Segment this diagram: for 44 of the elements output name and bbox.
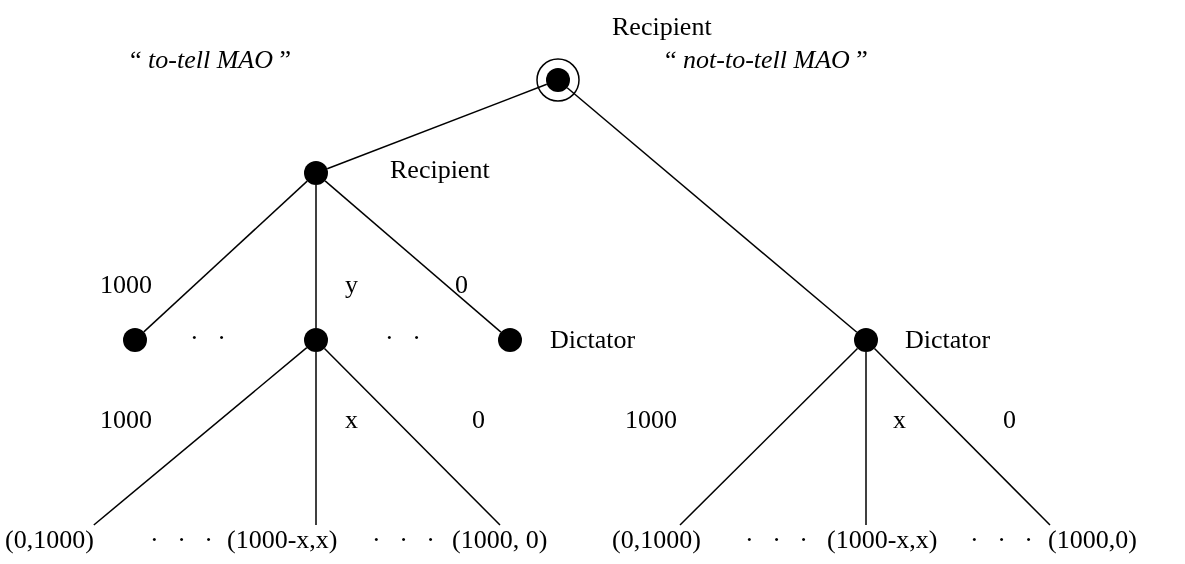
tree-branch [315, 184, 317, 329]
tree-branch [326, 83, 548, 170]
ellipsis-dots: · · [190, 323, 226, 353]
payoff-text: (1000,0) [1048, 525, 1137, 555]
payoff-text: (1000, 0) [452, 525, 548, 555]
tree-branch [865, 351, 867, 526]
tree-branch [679, 347, 859, 526]
payoff-text: (1000-x,x) [827, 525, 938, 555]
edge-label: “ to-tell MAO ” [130, 45, 291, 75]
edge-label: 0 [455, 270, 468, 300]
edge-label: y [345, 270, 358, 300]
tree-branch [143, 180, 308, 333]
initial-decision-node [536, 58, 580, 102]
decision-node [303, 160, 329, 186]
payoff-text: (0,1000) [612, 525, 701, 555]
decision-node [122, 327, 148, 353]
edge-label: 1000 [625, 405, 677, 435]
decision-node [853, 327, 879, 353]
tree-branch [315, 351, 317, 526]
ellipsis-dots: · · [385, 323, 421, 353]
payoff-text: (0,1000) [5, 525, 94, 555]
edge-label: 0 [472, 405, 485, 435]
edge-label: “ not-to-tell MAO ” [665, 45, 868, 75]
decision-node [497, 327, 523, 353]
player-label: Dictator [905, 325, 991, 355]
decision-node [303, 327, 329, 353]
player-label: Recipient [390, 155, 490, 185]
ellipsis-dots: · · · [150, 525, 213, 555]
player-label: Recipient [612, 12, 712, 42]
tree-branch [324, 180, 502, 333]
edge-label: x [893, 405, 906, 435]
edge-label: 1000 [100, 270, 152, 300]
tree-branch [323, 347, 501, 526]
tree-branch [93, 346, 308, 526]
edge-label: 0 [1003, 405, 1016, 435]
ellipsis-dots: · · · [745, 525, 808, 555]
ellipsis-dots: · · · [970, 525, 1033, 555]
tree-branch [873, 347, 1051, 526]
edge-label: x [345, 405, 358, 435]
payoff-text: (1000-x,x) [227, 525, 338, 555]
edge-label: 1000 [100, 405, 152, 435]
tree-branch [566, 87, 858, 333]
player-label: Dictator [550, 325, 636, 355]
ellipsis-dots: · · · [372, 525, 435, 555]
